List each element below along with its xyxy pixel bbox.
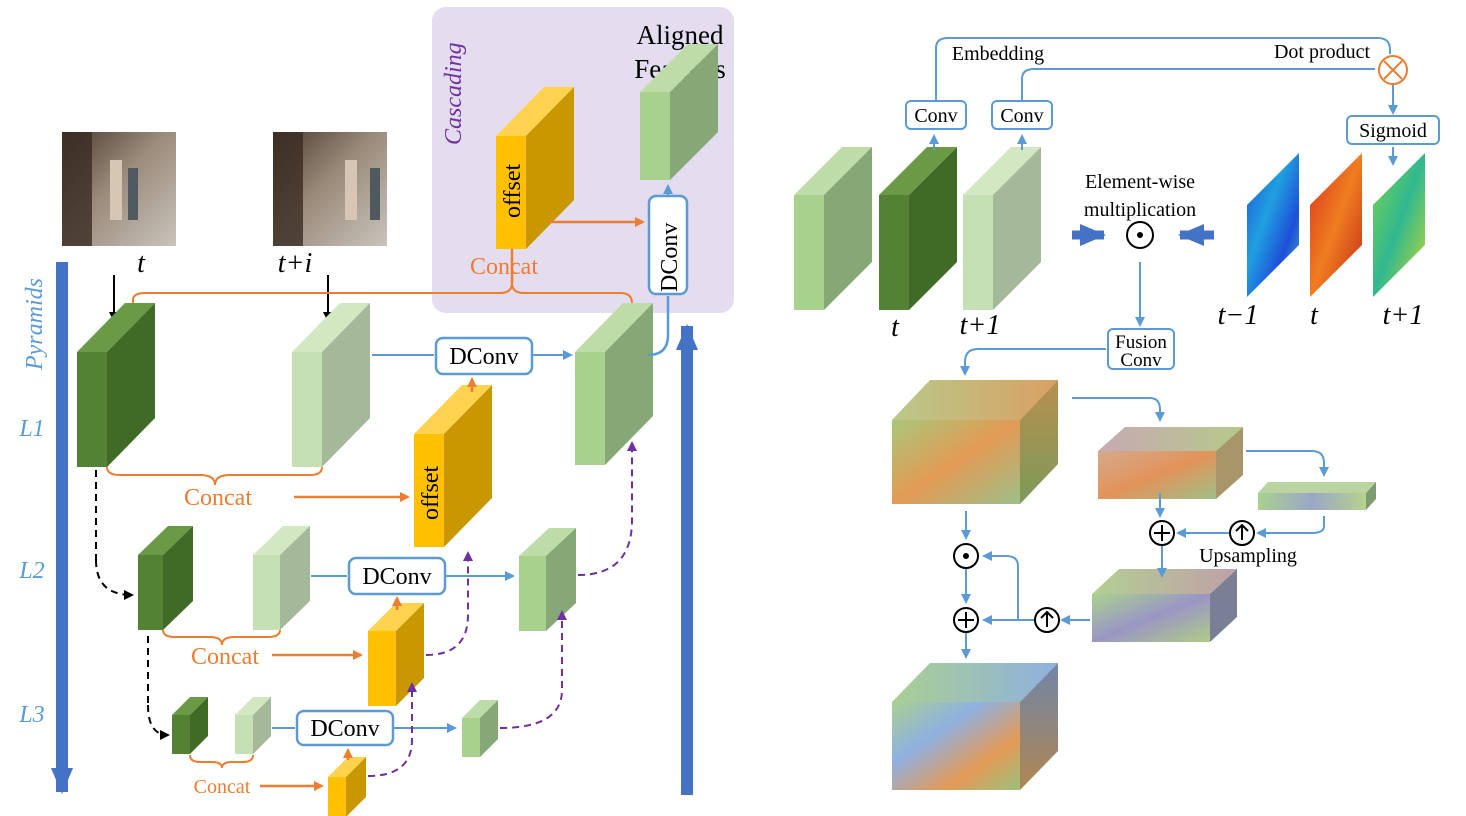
conv-label-2: Conv <box>1000 105 1043 127</box>
arrow-level1-to-level2 <box>1072 397 1165 422</box>
downsample-arrow-l2-l3-curve <box>147 704 170 740</box>
conv-box-2 <box>991 100 1053 130</box>
concat-brace-l3 <box>189 754 254 769</box>
aligned-feature-l2 <box>519 528 576 631</box>
concat-label-cascading: Concat <box>470 254 538 280</box>
feature-stack-prev <box>794 147 872 310</box>
upsampling-icon-1 <box>1229 520 1255 546</box>
arrow-fusion-to-pyramid <box>960 348 1106 376</box>
arrow-level2-to-level3 <box>1246 450 1329 477</box>
upsample-offset-l3-to-l2 <box>367 682 417 777</box>
offset-block-l2 <box>368 603 424 706</box>
add-icon-upper <box>1149 520 1175 546</box>
feature-l1-t <box>77 303 155 467</box>
upsampling-icon-2 <box>1034 607 1060 633</box>
dconv-label-cascading: DConv <box>657 223 683 292</box>
spatial-feature-output <box>892 663 1058 790</box>
dconv-label-l3: DConv <box>310 716 379 742</box>
concat-label-l3: Concat <box>194 776 251 798</box>
map-label-t-minus-1: t−1 <box>1218 300 1259 331</box>
upsample-offset-l2-to-l1 <box>425 551 473 656</box>
feature-l3-t-plus-i <box>235 697 271 754</box>
feature-label-t: t <box>891 312 900 343</box>
embedding-line-2 <box>1021 68 1375 100</box>
offset-block-l3 <box>328 757 366 816</box>
sigmoid-box <box>1346 115 1440 145</box>
upsampling-label: Upsampling <box>1199 545 1297 567</box>
conv-label-1: Conv <box>914 105 957 127</box>
dconv-box-l2 <box>347 556 447 596</box>
feature-l1-t-plus-i <box>292 303 370 467</box>
feature-l3-t <box>172 697 208 754</box>
level-label-l1: L1 <box>18 416 44 442</box>
offset-block-l1 <box>414 385 492 547</box>
concat-label-l2: Concat <box>191 644 259 670</box>
add-icon-lower <box>953 607 979 633</box>
fusion-label-line1: Fusion <box>1115 332 1167 353</box>
spatial-feature-level2 <box>1098 427 1243 499</box>
fusion-label-line2: Conv <box>1120 350 1162 371</box>
input-frame-t <box>62 132 176 246</box>
spatial-feature-level1 <box>892 380 1058 504</box>
dconv-box-l1 <box>434 336 534 376</box>
spatial-feature-level3 <box>1258 482 1376 510</box>
elementwise-label-line2: multiplication <box>1084 199 1196 221</box>
spatial-feature-upsampled-mid <box>1092 569 1237 642</box>
attention-map-t-minus-1 <box>1247 153 1299 297</box>
dot-product-label: Dot product <box>1274 41 1371 63</box>
downsample-arrow-l1-l2-curve <box>95 559 134 600</box>
arrow-level3-to-upsample <box>1256 516 1325 538</box>
level-label-l3: L3 <box>18 702 44 728</box>
concat-bracket-cascading <box>132 282 633 304</box>
attention-map-t <box>1310 153 1362 297</box>
frame-label-t-plus-i: t+i <box>278 248 312 279</box>
feature-label-t-plus-1: t+1 <box>960 310 1001 341</box>
feature-l2-t-plus-i <box>253 526 310 630</box>
dot-product-multiply-icon <box>1378 55 1408 85</box>
conv-box-1 <box>905 100 967 130</box>
embedding-label: Embedding <box>952 43 1044 65</box>
dconv-label-l2: DConv <box>362 564 431 590</box>
elementwise-label-line1: Element-wise <box>1085 171 1195 193</box>
embedding-line-1 <box>935 37 1391 100</box>
attention-map-t-plus-1 <box>1373 153 1425 297</box>
map-label-t-plus-1: t+1 <box>1383 300 1424 331</box>
feature-l2-t <box>138 526 193 630</box>
offset-label-cascading: offset <box>500 163 526 218</box>
upsample-aligned-l3-to-l2 <box>499 610 567 729</box>
frame-label-t: t <box>137 248 146 279</box>
aligned-feature-l1 <box>575 303 653 465</box>
fusion-conv-box <box>1107 328 1175 370</box>
input-frame-t-plus-i <box>273 132 387 246</box>
map-label-t: t <box>1310 300 1319 331</box>
offset-block-cascading <box>496 87 574 249</box>
elementwise-dot-icon <box>1126 221 1154 249</box>
sigmoid-label: Sigmoid <box>1359 120 1427 142</box>
pyramids-label: Pyramids <box>22 278 48 371</box>
multiply-dot-icon <box>953 543 979 569</box>
concat-label-l1: Concat <box>184 485 252 511</box>
feature-stack-t-plus-1 <box>963 147 1041 310</box>
dconv-box-cascading <box>647 194 689 296</box>
dconv-box-l3 <box>295 709 395 747</box>
concat-brace-l1 <box>106 466 323 486</box>
arrow-upsample-to-mult <box>982 551 1019 620</box>
feature-stack-t <box>879 147 957 310</box>
offset-label-l1: offset <box>418 465 444 520</box>
aligned-feature-cascading <box>640 44 718 180</box>
concat-brace-l2 <box>162 629 281 646</box>
upsample-aligned-l2-to-l1 <box>577 441 637 576</box>
cascading-label: Cascading <box>441 42 467 145</box>
aligned-feature-l3 <box>462 700 498 757</box>
dconv-label-l1: DConv <box>449 344 518 370</box>
arrow-aligned-l1-to-cascade-dconv <box>647 296 670 357</box>
level-label-l2: L2 <box>18 558 44 584</box>
